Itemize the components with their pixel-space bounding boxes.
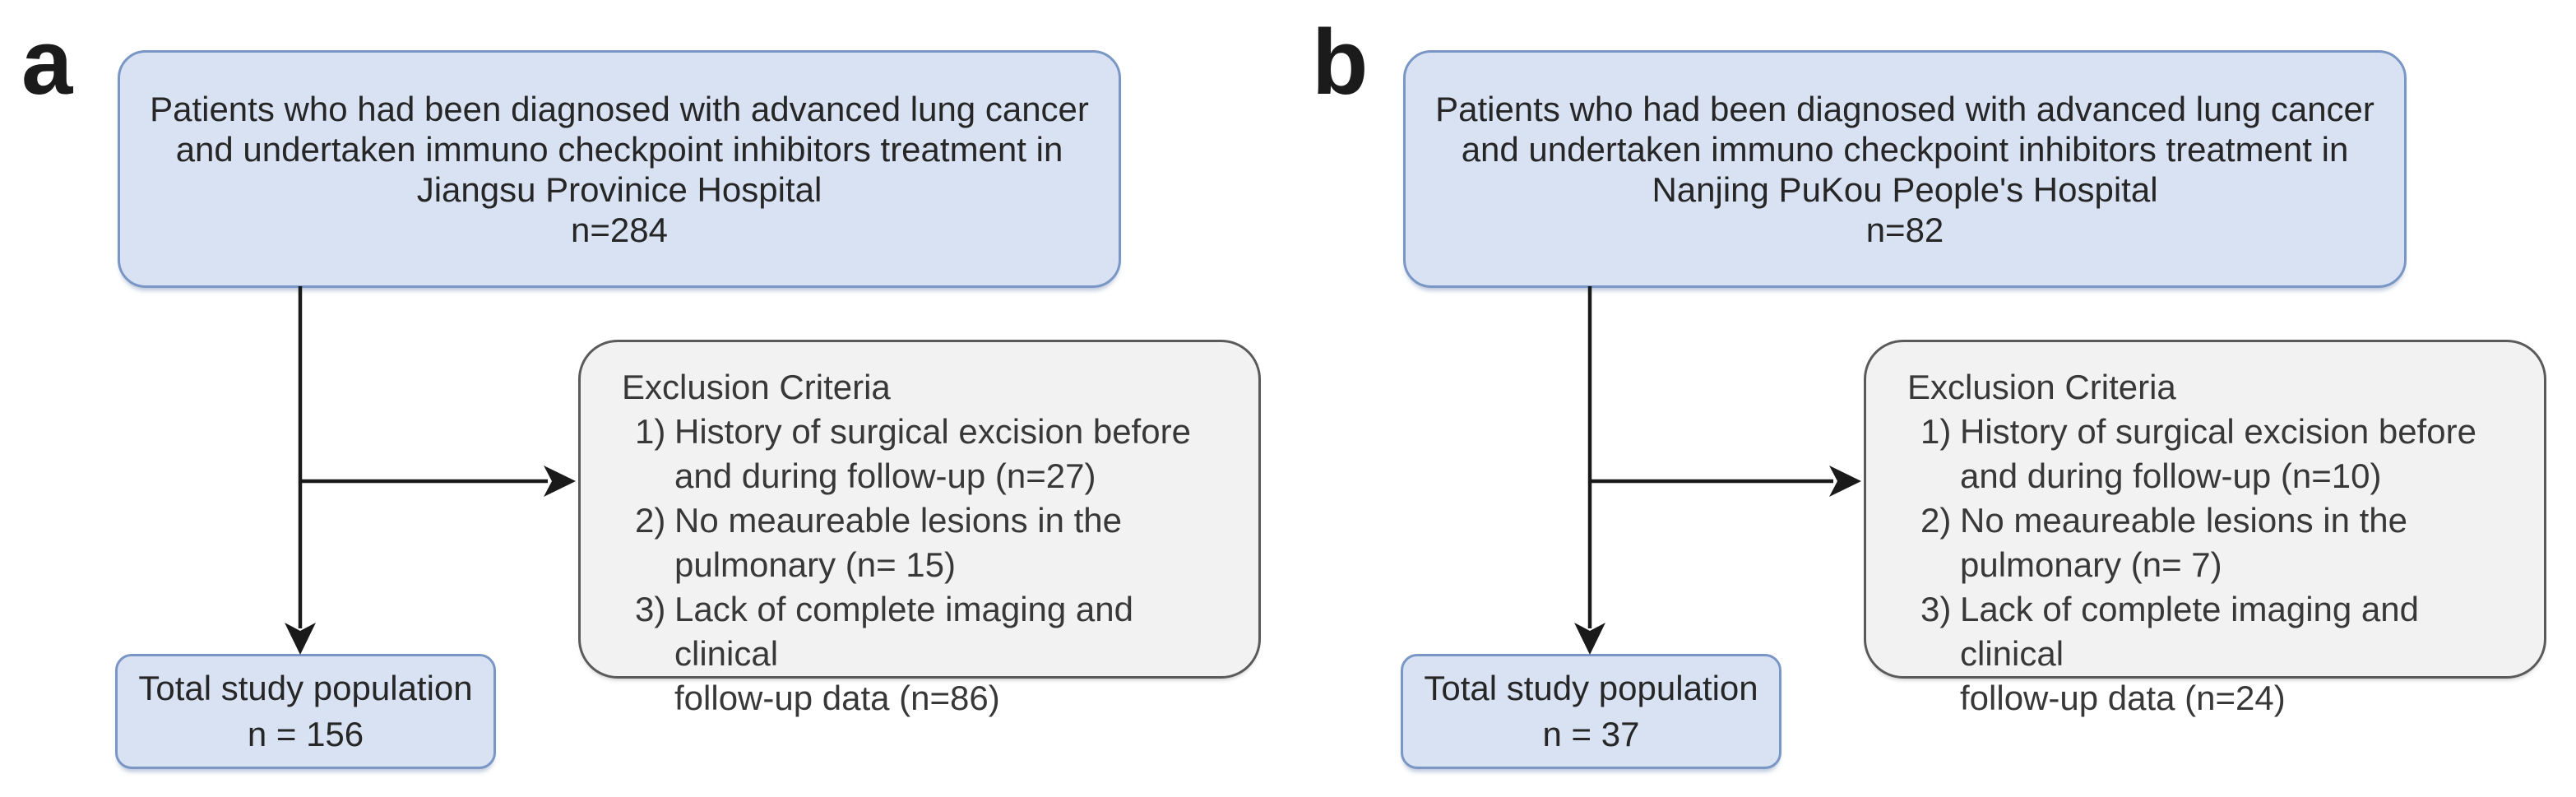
exclusion-item: 3) Lack of complete imaging and clinical… [635,587,1235,721]
arrowhead-down-b [1574,623,1605,655]
cohort-box-b-count: n=82 [1865,210,1944,249]
exclusion-title-b: Exclusion Criteria [1907,368,2176,406]
cohort-box-a-line3: Jiangsu Provinice Hospital [416,169,822,209]
cohort-box-a-line1: Patients who had been diagnosed with adv… [150,89,1089,128]
exclusion-item-line: and during follow-up (n=10) [1960,456,2382,495]
cohort-box-b-line1: Patients who had been diagnosed with adv… [1435,89,2374,128]
exclusion-item-line: follow-up data (n=24) [1960,679,2286,717]
exclusion-item: 2) No meaureable lesions in the pulmonar… [1920,498,2521,587]
exclusion-item-line: pulmonary (n= 15) [674,545,957,584]
exclusion-item: 3) Lack of complete imaging and clinical… [1920,587,2521,721]
total-box-a-line1: Total study population [138,669,473,707]
exclusion-item-line: History of surgical excision before [1960,412,2476,451]
total-box-a: Total study population n = 156 [115,654,496,769]
cohort-box-a-count: n=284 [571,210,668,249]
exclusion-item-line: History of surgical excision before [674,412,1191,451]
cohort-box-a-line2: and undertaken immuno checkpoint inhibit… [175,129,1063,169]
exclusion-item-line: Lack of complete imaging and clinical [1960,590,2419,673]
exclusion-item-line: follow-up data (n=86) [674,679,1000,717]
arrowhead-right-b [1829,466,1861,497]
exclusion-item-line: No meaureable lesions in the [1960,501,2407,540]
arrowhead-down-a [285,623,316,655]
panel-label-a: a [21,11,73,114]
exclusion-item-line: and during follow-up (n=27) [674,456,1096,495]
exclusion-title-a: Exclusion Criteria [622,368,891,406]
exclusion-item: 1) History of surgical excision before a… [1920,410,2521,498]
exclusion-box-b: Exclusion Criteria 1) History of surgica… [1864,340,2546,717]
exclusion-item: 1) History of surgical excision before a… [635,410,1235,498]
panel-label-b: b [1312,11,1369,114]
exclusion-item-number: 2) [1920,501,1952,540]
cohort-box-b-line3: Nanjing PuKou People's Hospital [1652,169,2158,209]
total-box-b: Total study population n = 37 [1401,654,1781,769]
arrowhead-right-a [544,466,576,497]
cohort-box-b-line2: and undertaken immuno checkpoint inhibit… [1461,129,2349,169]
exclusion-item-line: pulmonary (n= 7) [1960,545,2222,584]
exclusion-item-number: 1) [1920,412,1952,451]
exclusion-box-a: Exclusion Criteria 1) History of surgica… [578,340,1261,717]
cohort-box-b: Patients who had been diagnosed with adv… [1403,50,2407,288]
total-box-b-count: n = 37 [1542,715,1640,753]
cohort-box-a: Patients who had been diagnosed with adv… [118,50,1121,288]
exclusion-item-line: No meaureable lesions in the [674,501,1122,540]
exclusion-item-number: 3) [635,590,666,628]
exclusion-item-line: Lack of complete imaging and clinical [674,590,1133,673]
exclusion-item: 2) No meaureable lesions in the pulmonar… [635,498,1235,587]
exclusion-item-number: 3) [1920,590,1952,628]
total-box-b-line1: Total study population [1424,669,1758,707]
total-box-a-count: n = 156 [247,715,364,753]
exclusion-item-number: 2) [635,501,666,540]
exclusion-item-number: 1) [635,412,666,451]
